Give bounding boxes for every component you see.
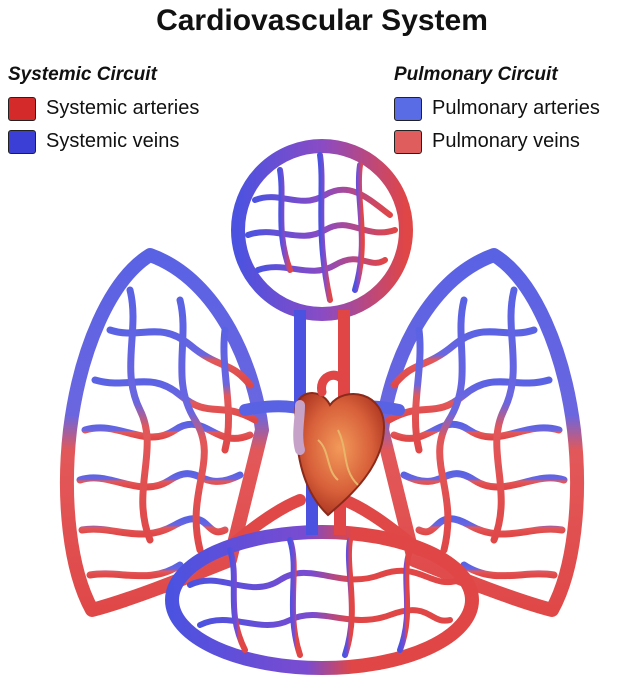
swatch-systemic-arteries — [8, 97, 36, 121]
legend-item-pulmonary-arteries: Pulmonary arteries — [394, 92, 600, 125]
legend-systemic-heading: Systemic Circuit — [8, 64, 199, 86]
legend-item-systemic-arteries: Systemic arteries — [8, 92, 199, 125]
upper-body-circuit — [238, 146, 406, 410]
legend-label-systemic-arteries: Systemic arteries — [46, 97, 199, 120]
left-lung — [67, 255, 305, 610]
legend-pulmonary-heading: Pulmonary Circuit — [394, 64, 600, 86]
circulation-diagram — [0, 130, 644, 684]
swatch-pulmonary-arteries — [394, 97, 422, 121]
page-title: Cardiovascular System — [0, 4, 644, 38]
legend-label-pulmonary-arteries: Pulmonary arteries — [432, 97, 600, 120]
upper-body-capillaries — [248, 155, 395, 300]
